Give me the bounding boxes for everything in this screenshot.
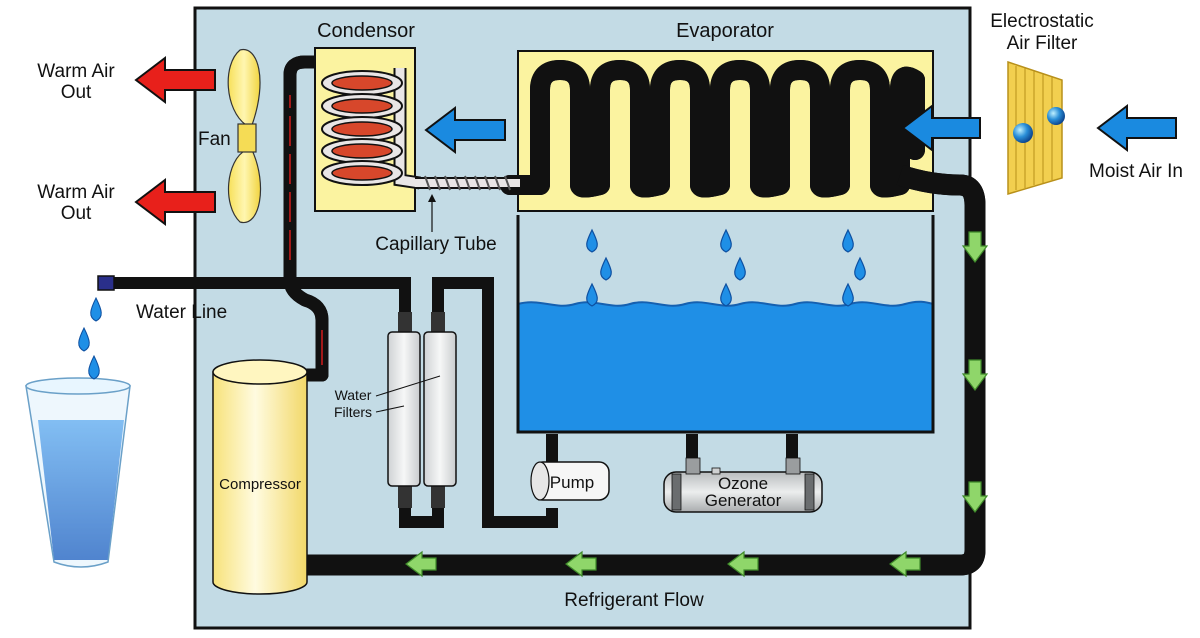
water-drop-icon — [586, 282, 598, 307]
condensor-label: Condensor — [317, 20, 415, 42]
water-drop-icon — [842, 228, 854, 253]
refrigerant-flow-arrows — [405, 231, 989, 578]
filter-label-line1: Electrostatic — [990, 11, 1093, 32]
water-filter-cartridge — [423, 331, 457, 487]
dust-particle-icon — [1047, 107, 1065, 125]
tap-drops — [78, 296, 102, 380]
water-drop-icon — [90, 296, 102, 322]
water-drop-icon — [854, 256, 866, 281]
water-glass-icon — [25, 377, 131, 568]
ozone-label-1: Ozone — [718, 474, 768, 493]
warm-air-arrow-bottom — [134, 177, 216, 227]
water-drop-icon — [78, 326, 90, 352]
air-arrow-into-evaporator — [901, 103, 981, 153]
flow-arrow-left — [565, 550, 597, 578]
compressor-label: Compressor — [219, 476, 301, 493]
water-filters-label-1: Water — [335, 387, 372, 403]
water-filter-cartridge — [387, 331, 421, 487]
flow-arrow-down — [961, 481, 989, 513]
air-arrow-moist-in — [1096, 103, 1177, 153]
flow-arrow-down — [961, 359, 989, 391]
water-drop-icon — [720, 228, 732, 253]
condensor-plates — [321, 70, 403, 186]
pump — [530, 461, 610, 501]
warm-air-out-label-1a: Warm Air — [37, 61, 115, 82]
ozone-label-2: Generator — [705, 491, 782, 510]
warm-air-out-label-2b: Out — [61, 203, 92, 224]
fan-icon — [227, 49, 262, 224]
electrostatic-filter — [1007, 60, 1065, 196]
capillary-tube-label: Capillary Tube — [375, 234, 496, 255]
filter-label-line2: Air Filter — [1007, 33, 1078, 54]
condensor-unit — [314, 47, 421, 212]
pump-label: Pump — [550, 473, 594, 492]
water-drop-icon — [720, 282, 732, 307]
refrigerant-flow-label: Refrigerant Flow — [564, 590, 704, 611]
evaporator-label: Evaporator — [676, 20, 774, 42]
air-arrow-to-condensor — [424, 105, 506, 155]
water-drop-icon — [88, 354, 100, 380]
capillary-tube — [415, 175, 520, 232]
water-piping — [97, 275, 798, 528]
warm-air-arrow-top — [134, 55, 216, 105]
flow-arrow-left — [727, 550, 759, 578]
water-drop-icon — [600, 256, 612, 281]
water-drop-icon — [842, 282, 854, 307]
evaporator-unit — [500, 50, 934, 212]
water-tank — [516, 215, 935, 434]
water-filters — [375, 312, 457, 508]
dust-particle-icon — [1013, 123, 1033, 143]
warm-air-out-label-2a: Warm Air — [37, 182, 115, 203]
ozone-generator — [663, 457, 823, 513]
flow-arrow-left — [889, 550, 921, 578]
moist-air-in-label: Moist Air In — [1089, 161, 1183, 182]
water-tap-nozzle — [97, 275, 115, 291]
water-drop-icon-group — [586, 228, 866, 307]
water-filters-label-2: Filters — [334, 404, 372, 420]
flow-arrow-left — [405, 550, 437, 578]
water-drop-icon — [734, 256, 746, 281]
water-drop-icon — [586, 228, 598, 253]
fan-label: Fan — [198, 129, 231, 150]
warm-air-out-label-1b: Out — [61, 82, 92, 103]
compressor — [212, 359, 308, 595]
water-line-label: Water Line — [136, 302, 227, 323]
flow-arrow-down — [961, 231, 989, 263]
